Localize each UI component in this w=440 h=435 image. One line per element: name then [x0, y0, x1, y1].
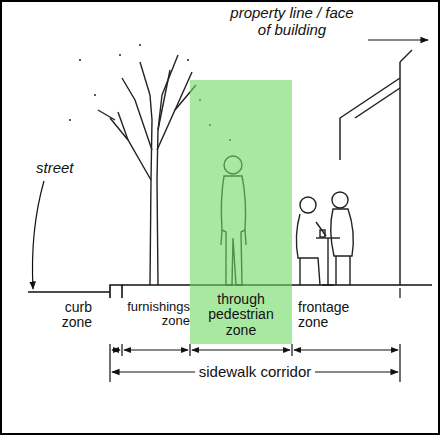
building — [340, 50, 412, 285]
zone-annotation: street — [36, 160, 96, 177]
zone-annotation: property line / face of building — [222, 5, 362, 38]
zone-label: through pedestrian zone — [194, 292, 288, 338]
zone-annotation: frontage zone — [298, 300, 378, 331]
leader-arrow — [368, 39, 428, 40]
leader-line — [32, 181, 44, 289]
zone-annotation: furnishings zone — [120, 300, 190, 329]
cafe-figures — [296, 192, 353, 285]
zone-ticks — [110, 288, 400, 382]
tree — [98, 55, 196, 285]
zone-band: through pedestrian zone — [190, 80, 292, 344]
zone-dimension — [112, 349, 398, 350]
zone-annotation: curb zone — [40, 300, 92, 331]
zone-annotation: sidewalk corridor — [195, 364, 316, 381]
